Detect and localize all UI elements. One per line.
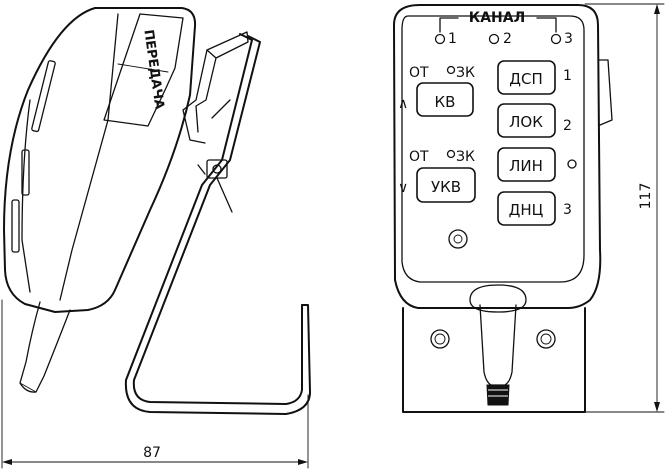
transmit-key-label: ПЕРЕДАЧА	[140, 29, 166, 111]
ukv-switch-label-left: ОТ	[409, 149, 429, 165]
side-view: ПЕРЕДАЧА 87	[1, 7, 311, 469]
transmit-key-divider	[117, 63, 169, 73]
ukv-button[interactable]	[416, 167, 476, 203]
mount-plate	[402, 307, 586, 413]
front-faceplate	[401, 15, 585, 283]
dnc-marker: 3	[563, 202, 572, 218]
channel-number-2: 2	[503, 31, 512, 47]
ukv-arrow: ∨	[398, 180, 408, 196]
side-button-lower	[11, 199, 20, 253]
front-body	[393, 4, 602, 309]
ukv-switch-label-right: ЗК	[456, 149, 475, 165]
transmit-key	[103, 13, 184, 127]
channel-led-2	[488, 33, 500, 45]
dsp-button[interactable]	[497, 60, 556, 95]
lin-indicator	[567, 159, 577, 169]
dsp-button-label: ДСП	[509, 70, 542, 88]
height-dimension: 117	[584, 3, 665, 413]
channel-number-1: 1	[448, 31, 457, 47]
bracket-clip	[206, 31, 249, 59]
channel-led-3	[550, 33, 562, 45]
cable	[479, 304, 517, 386]
lok-marker: 2	[563, 118, 572, 134]
volume-knob[interactable]	[448, 229, 468, 249]
kv-button-label: КВ	[435, 93, 456, 111]
front-view: КАНАЛ 1 2 3 ОТ ЗК ∧ КВ ОТ ЗК ∨ УКВ ДСП 1…	[393, 3, 665, 413]
side-button-upper	[31, 60, 56, 133]
kv-switch-label-left: ОТ	[409, 65, 429, 81]
height-dimension-value: 117	[638, 183, 654, 210]
channel-number-3: 3	[564, 31, 573, 47]
kv-button[interactable]	[416, 82, 474, 117]
width-dimension-value: 87	[143, 445, 161, 461]
mount-hole-right	[536, 329, 556, 349]
kv-switch-label-right: ЗК	[456, 65, 475, 81]
handset-body	[3, 7, 197, 313]
lok-button[interactable]	[497, 103, 556, 138]
lin-button[interactable]	[497, 147, 556, 182]
side-button-middle	[21, 149, 30, 196]
ukv-switch-dot	[446, 149, 456, 159]
channel-header: КАНАЛ	[469, 10, 525, 26]
mount-hole-left	[430, 329, 450, 349]
cord-strain-relief	[19, 301, 71, 393]
kv-arrow: ∧	[398, 96, 408, 112]
mounting-bracket	[132, 35, 303, 405]
ukv-button-label: УКВ	[431, 178, 461, 196]
channel-bracket	[439, 17, 557, 33]
dnc-button-label: ДНЦ	[509, 201, 544, 219]
handset-back-ridge	[21, 99, 31, 293]
lin-button-label: ЛИН	[509, 157, 543, 175]
kv-switch-dot	[446, 65, 456, 75]
dnc-button[interactable]	[497, 191, 556, 226]
cord-cap	[469, 284, 527, 313]
handset-panel-edge	[59, 13, 119, 301]
width-dimension: 87	[1, 299, 309, 469]
channel-led-1	[434, 33, 446, 45]
lok-button-label: ЛОК	[509, 113, 543, 131]
dsp-marker: 1	[563, 68, 572, 84]
